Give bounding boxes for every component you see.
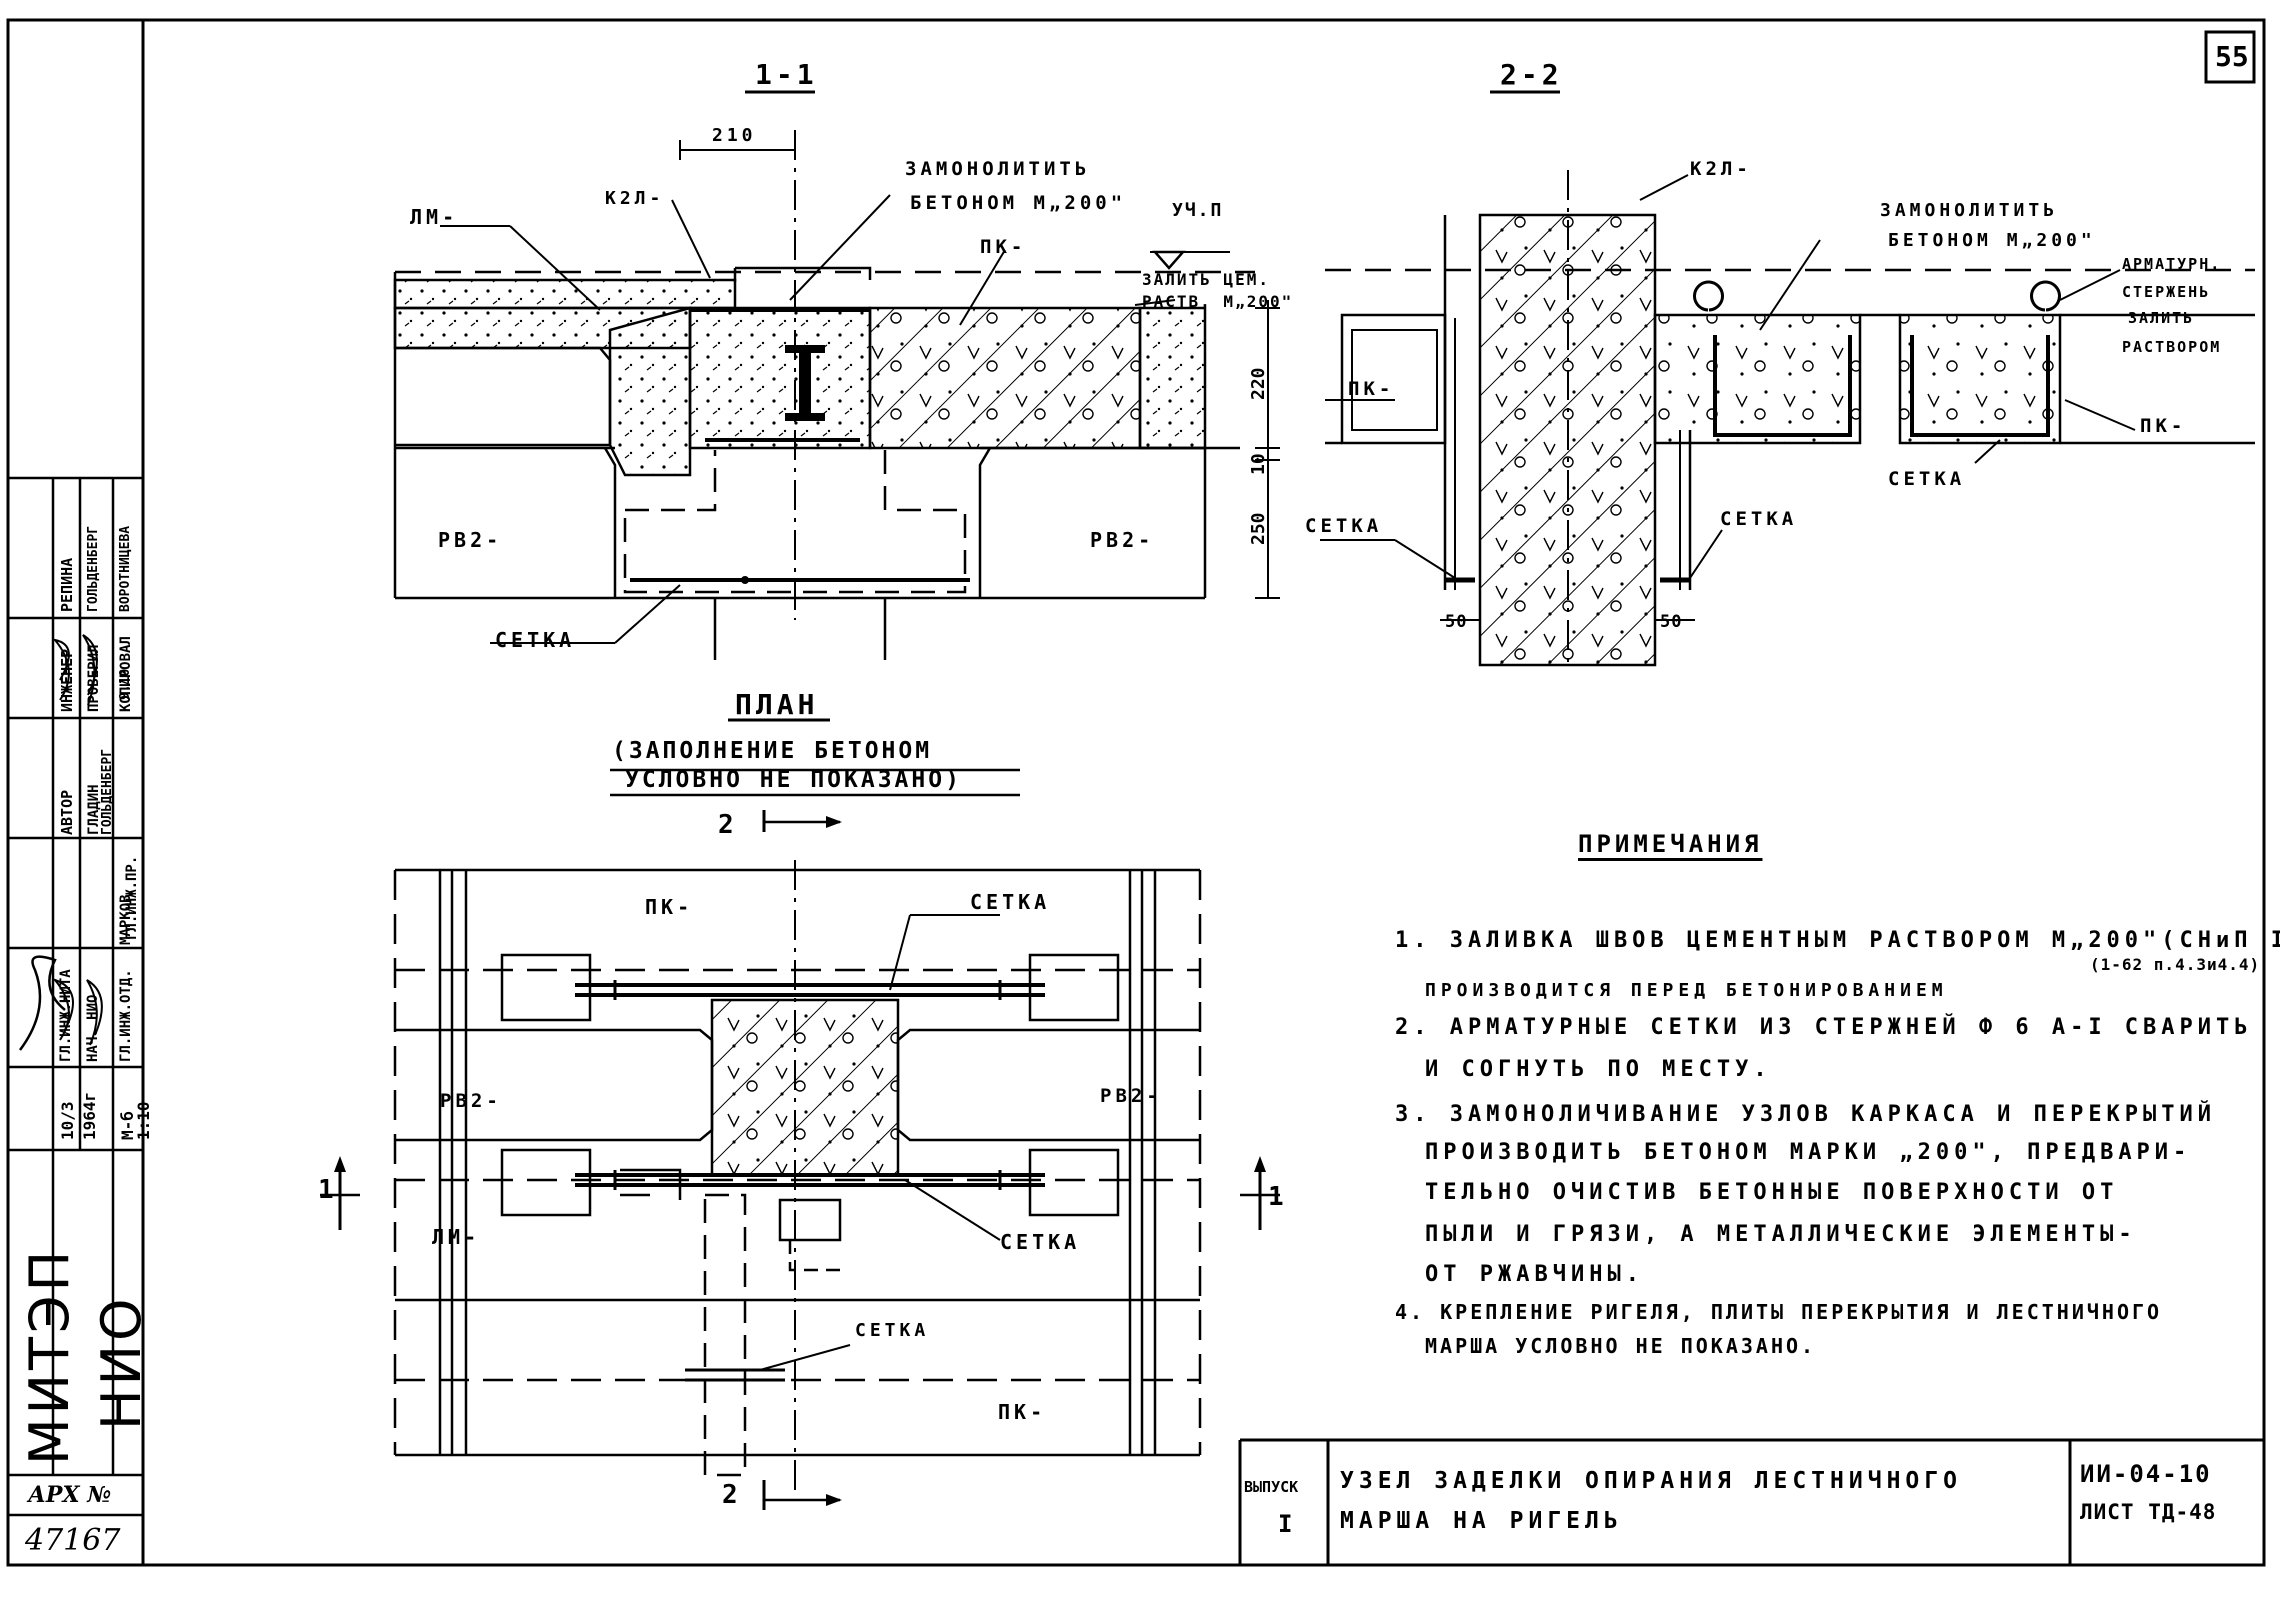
plan-title: ПЛАН [735,688,819,721]
org-mitep: МИТЭП [18,1246,81,1465]
cut-1-left: 1 [318,1175,338,1205]
plan-subtitle-2: УСЛОВНО НЕ ПОКАЗАНО) [625,767,962,793]
stamp-role: ГЛ.ИНЖ.ОТД. [118,969,134,1062]
label-pk-right-s2: ПК- [2140,415,2187,437]
label-mesh-mid-s2: СЕТКА [1720,508,1798,530]
label-mesh-left-s2: СЕТКА [1305,515,1383,537]
issue-value: I [1278,1510,1293,1538]
sheet-number: 55 [2215,40,2249,73]
label-cement-2: РАСТВ. М„200" [1142,292,1294,311]
cut-2-top: 2 [718,810,738,840]
label-concrete-2: БЕТОНОМ М„200" [910,192,1127,214]
section-1-title: 1-1 [755,58,818,91]
stamp-scale-2: 1:10 [134,1101,153,1140]
stamp-copy-date: 9.10 [118,668,133,700]
note-line: 1. ЗАЛИВКА ШВОВ ЦЕМЕНТНЫМ РАСТВОРОМ М„20… [1395,928,2280,953]
sheet-frame [6,18,2266,1567]
stamp-role: ГЛ.ИНЖ.НИТА [58,969,74,1062]
note-line: 3. ЗАМОНОЛИЧИВАНИЕ УЗЛОВ КАРКАСА И ПЕРЕК… [1395,1102,2217,1127]
label-pk-top: ПК- [645,895,694,919]
drawing-title-1: УЗЕЛ ЗАДЕЛКИ ОПИРАНИЯ ЛЕСТНИЧНОГО [1340,1468,1962,1494]
section-1-1-drawing [393,90,1280,660]
dim-250: 250 [1248,512,1269,545]
note-line: ПЫЛИ И ГРЯЗИ, А МЕТАЛЛИЧЕСКИЕ ЭЛЕМЕНТЫ- [1425,1222,2137,1247]
label-cement: ЗАЛИТЬ ЦЕМ. [1142,270,1270,289]
section-2-title: 2-2 [1500,58,1563,91]
label-rv2-left: РВ2- [438,528,503,552]
stamp-role: ИНЖЕНЕР [58,648,76,712]
drawing-title-2: МАРША НА РИГЕЛЬ [1340,1508,1623,1534]
note-line: ПРОИЗВОДИТЬ БЕТОНОМ МАРКИ „200", ПРЕДВАР… [1425,1140,2192,1165]
label-mesh-bottom: СЕТКА [855,1320,930,1341]
label-pk-bottom: ПК- [998,1400,1047,1424]
stamp-role: ПРОВЕРИЛ [86,644,102,712]
label-rv2-left-plan: РВ2- [440,1090,502,1112]
sheet-code: ЛИСТ ТД-48 [2080,1500,2217,1524]
label-concrete-s2: ЗАМОНОЛИТИТЬ [1880,200,2059,221]
org-nio: НИО [90,1294,153,1430]
label-level: УЧ.П [1172,200,1224,221]
label-rod-3: ЗАЛИТЬ [2128,309,2195,327]
plan-drawing [320,718,1280,1510]
label-mesh-top: СЕТКА [970,890,1051,914]
cut-2-bottom: 2 [722,1480,742,1510]
dim-10: 10 [1248,453,1269,475]
stamp-name: МАРКОВ [118,894,134,945]
title-block-grid [1238,1438,2264,1565]
label-rod-2: СТЕРЖЕНЬ [2122,283,2211,301]
label-rv2-right: РВ2- [1090,528,1155,552]
cut-1-right: 1 [1268,1182,1288,1212]
stamp-name: ГОЛЬДЕНБЕРГ [86,525,101,612]
note-line: ПРОИЗВОДИТСЯ ПЕРЕД БЕТОНИРОВАНИЕМ [1425,980,1948,1001]
label-concrete: ЗАМОНОЛИТИТЬ [905,158,1091,180]
dim-50-right: 50 [1660,612,1683,632]
label-rv2-right-plan: РВ2- [1100,1085,1162,1107]
label-pk-left-s2: ПК- [1348,378,1395,400]
dim-50-left: 50 [1445,612,1468,632]
label-lm-plan: ЛМ- [432,1225,481,1249]
document-code: ИИ-04-10 [2080,1460,2212,1488]
label-mesh: СЕТКА [495,628,576,652]
sheet-number-box [2204,30,2256,84]
stamp-date-1: 10/3 [58,1101,77,1140]
note-line: 4. КРЕПЛЕНИЕ РИГЕЛЯ, ПЛИТЫ ПЕРЕКРЫТИЯ И … [1395,1300,2163,1324]
label-mesh-mid: СЕТКА [1000,1230,1081,1254]
label-rod-4: РАСТВОРОМ [2122,338,2222,356]
stamp-role: НАЧ. НИО [85,994,101,1062]
note-line: (1-62 п.4.3и4.4) [2090,955,2261,974]
note-line: ТЕЛЬНО ОЧИСТИВ БЕТОННЫЕ ПОВЕРХНОСТИ ОТ [1425,1180,2119,1205]
notes-heading: ПРИМЕЧАНИЯ [1578,830,1763,858]
stamp-name: РЕПИНА [58,557,76,612]
label-lm: ЛМ- [410,205,459,229]
label-pk: ПК- [980,236,1027,258]
stamp-name: ГОЛЬДЕНБЕРГ [100,748,115,835]
note-line: 2. АРМАТУРНЫЕ СЕТКИ ИЗ СТЕРЖНЕЙ Ф 6 А-I … [1395,1015,2253,1040]
label-k2l-2: К2Л- [1690,158,1752,180]
note-line: МАРША УСЛОВНО НЕ ПОКАЗАНО. [1425,1334,1817,1358]
label-mesh-right-s2: СЕТКА [1888,468,1966,490]
section-2-2-drawing [1320,90,2255,667]
plan-subtitle-1: (ЗАПОЛНЕНИЕ БЕТОНОМ [612,738,933,764]
label-k2l: К2Л- [605,188,665,209]
arch-label: АРХ № [28,1482,112,1508]
dim-210: 210 [712,125,757,146]
issue-label: ВЫПУСК [1244,1478,1299,1496]
stamp-date-2: 1964г [80,1091,99,1140]
note-line: И СОГНУТЬ ПО МЕСТУ. [1425,1057,1772,1082]
label-rod-1: АРМАТУРН. [2122,255,2222,273]
stamp-name: ВОРОТНИЦЕВА [118,525,133,612]
stamp-role: АВТОР [58,789,76,835]
dim-220: 220 [1248,367,1269,400]
arch-number: 47167 [25,1523,121,1558]
label-concrete-s2-2: БЕТОНОМ М„200" [1888,230,2096,251]
note-line: ОТ РЖАВЧИНЫ. [1425,1262,1644,1287]
